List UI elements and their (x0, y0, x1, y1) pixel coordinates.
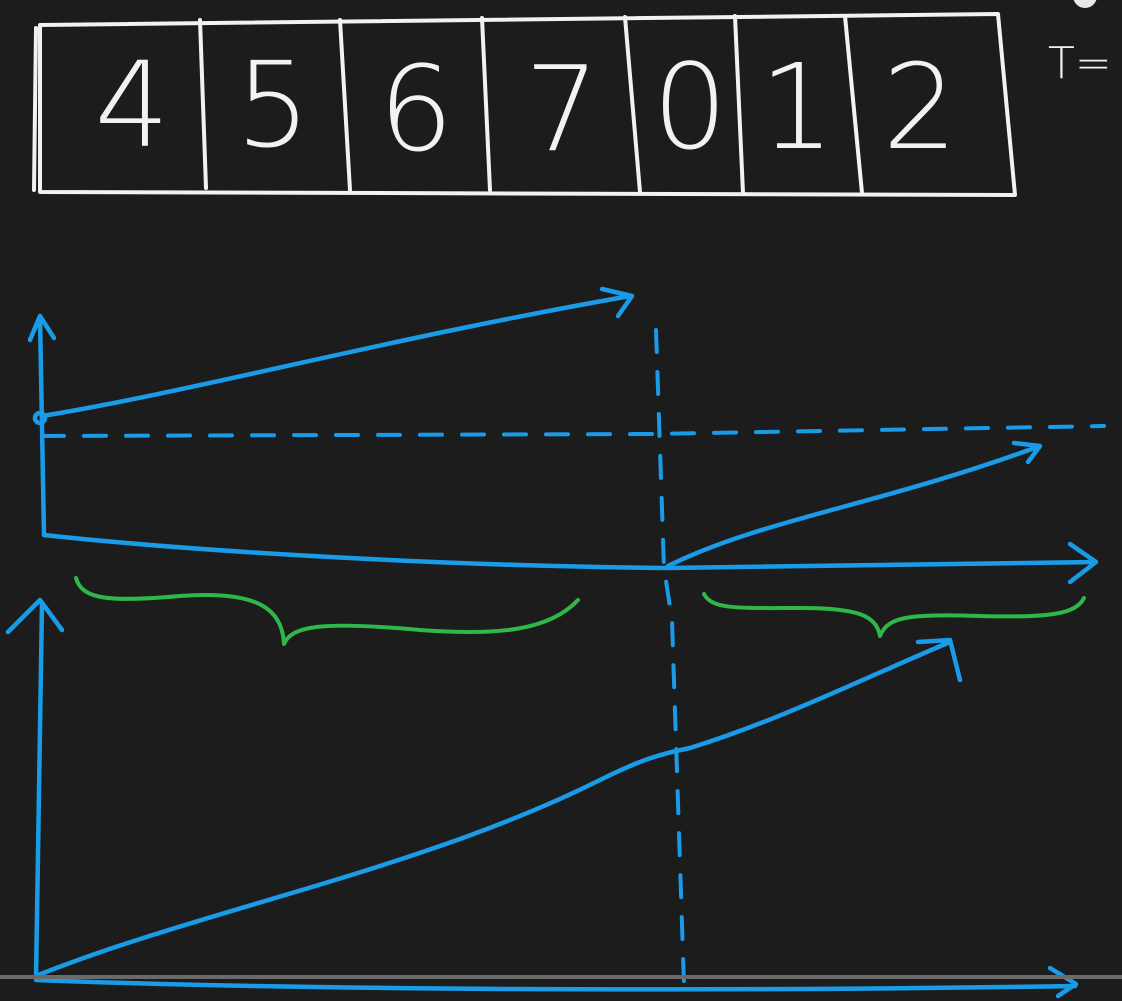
upper-left-segment-arrow (39, 286, 635, 419)
video-progress-bar[interactable] (0, 975, 1122, 979)
array-cell-5: 1 (759, 38, 834, 176)
array-cell-6: 2 (882, 38, 957, 176)
array-cell-3: 7 (524, 40, 599, 178)
array-cell-2: 6 (378, 40, 453, 178)
array-box-outline (32, 12, 1017, 197)
array-cell-4: 0 (652, 38, 727, 176)
pivot-dashed-line (654, 328, 686, 987)
lower-graph (5, 597, 1079, 999)
lower-rising-line-arrow (33, 637, 963, 979)
array-cells: 4 5 6 7 0 1 2 (94, 36, 957, 178)
left-sorted-brace (74, 576, 580, 646)
array-cell-0: 4 (94, 36, 169, 174)
upper-y-axis (27, 313, 57, 538)
target-dashed-line (40, 424, 1106, 438)
upper-start-marker (32, 410, 48, 426)
array-cell-dividers (198, 14, 864, 195)
lower-x-axis (33, 965, 1079, 999)
target-label: T= (1048, 38, 1112, 89)
upper-x-axis (41, 532, 1099, 585)
array-cell-1: 5 (235, 36, 310, 174)
upper-right-segment-arrow (665, 440, 1043, 569)
corner-indicator (1073, 0, 1097, 8)
upper-graph (27, 286, 1106, 585)
right-sorted-brace (702, 592, 1086, 638)
lower-y-axis (5, 597, 65, 981)
